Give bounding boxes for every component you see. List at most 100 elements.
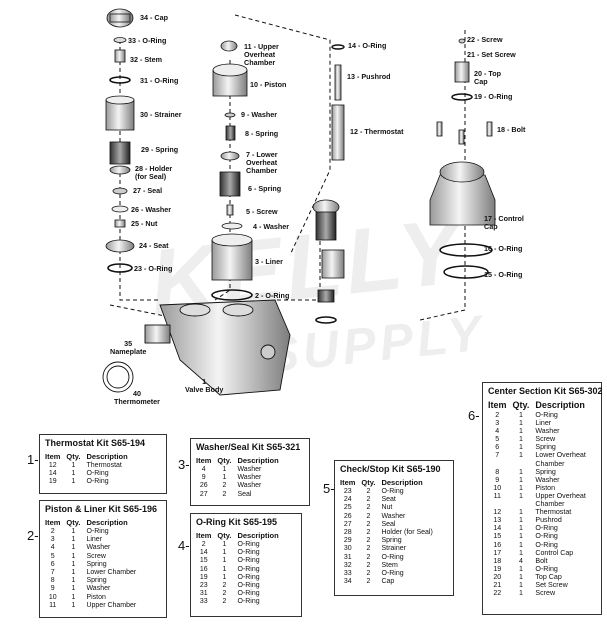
kit-number-3: 3- [178, 457, 190, 472]
kit-number-2: 2- [27, 528, 39, 543]
piston-liner-stack [211, 40, 253, 301]
label-30-strainer: 30 - Strainer [140, 110, 182, 119]
label-22-screw: 22 - Screw [467, 35, 503, 44]
label-11-upper-chamber: 11 - Upper Overheat Chamber [244, 42, 279, 67]
kit-title: Thermostat Kit S65-194 [45, 438, 146, 448]
label-2-o-ring: 2 - O-Ring [255, 291, 290, 300]
label-10-piston: 10 - Piston [250, 80, 287, 89]
label-34-cap: 34 - Cap [140, 13, 168, 22]
label-18-bolt: 18 - Bolt [497, 125, 526, 134]
label-5-screw: 5 - Screw [246, 207, 278, 216]
label-13-pushrod: 13 - Pushrod [347, 72, 391, 81]
kit-title: Piston & Liner Kit S65-196 [45, 504, 158, 514]
kit-title: Center Section Kit S65-302 [488, 386, 603, 396]
thermostat-stack [312, 44, 345, 324]
label-7-lower-chamber: 7 - Lower Overheat Chamber [246, 150, 278, 175]
label-24-seat: 24 - Seat [139, 241, 169, 250]
label-35-nameplate: 35 Nameplate [110, 339, 147, 356]
kit-number-4: 4- [178, 538, 190, 553]
kit-title: O-Ring Kit S65-195 [196, 517, 278, 527]
label-4-washer: 4 - Washer [253, 222, 290, 231]
label-40-thermometer: 40 Thermometer [114, 389, 160, 406]
label-8-spring: 8 - Spring [245, 129, 279, 138]
label-15-o-ring: 15 - O-Ring [484, 270, 523, 279]
kit-number-5: 5- [323, 481, 335, 496]
kit-number-1: 1- [27, 452, 39, 467]
label-19-o-ring: 19 - O-Ring [474, 92, 513, 101]
label-17-control-cap: 17 - Control Cap [484, 214, 524, 231]
label-31-o-ring: 31 - O-Ring [140, 76, 179, 85]
label-26-washer: 26 - Washer [131, 205, 172, 214]
valve-body [102, 299, 291, 396]
label-1-valve-body: 1 Valve Body [185, 377, 224, 394]
kit-number-6: 6- [468, 408, 480, 423]
label-3-liner: 3 - Liner [255, 257, 283, 266]
label-20-top-cap: 20 - Top Cap [474, 69, 502, 86]
control-cap-stack [429, 38, 496, 279]
label-25-nut: 25 - Nut [131, 219, 158, 228]
label-14-o-ring: 14 - O-Ring [348, 41, 387, 50]
label-29-spring: 29 - Spring [141, 145, 179, 154]
label-12-thermostat: 12 - Thermostat [350, 127, 404, 136]
label-33-o-ring: 33 - O-Ring [128, 36, 167, 45]
kit-title: Check/Stop Kit S65-190 [340, 464, 441, 474]
